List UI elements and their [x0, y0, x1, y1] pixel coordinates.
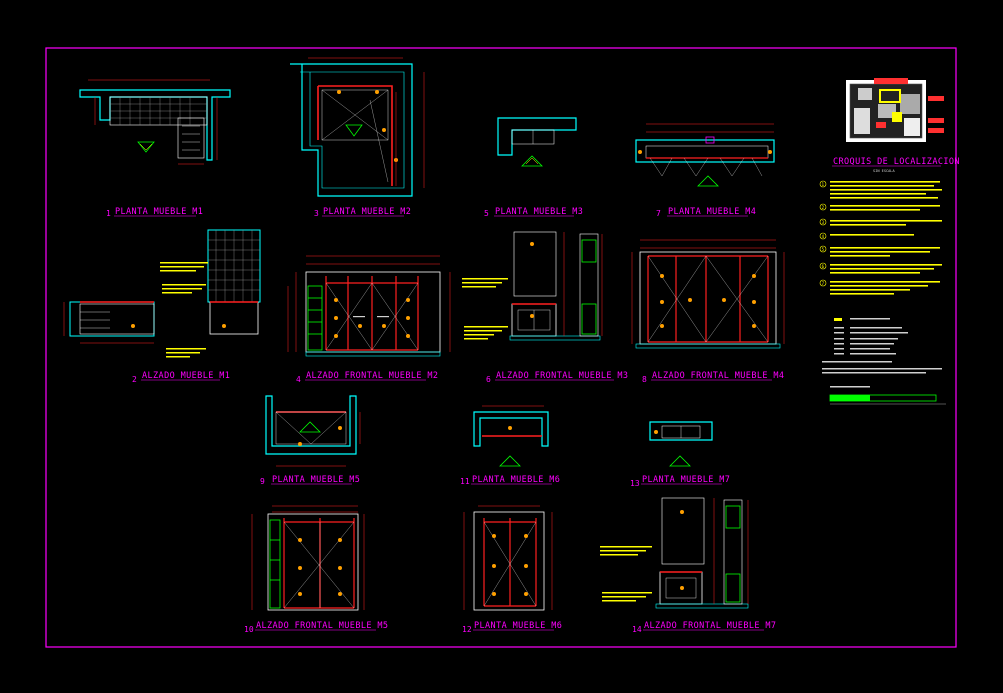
view-title: PLANTA MUEBLE M2	[323, 207, 411, 217]
view-title: PLANTA MUEBLE M7	[642, 475, 730, 485]
note-number: 3	[822, 220, 825, 225]
view-title: PLANTA MUEBLE M4	[668, 207, 756, 217]
view-5-plan	[497, 117, 577, 167]
view-title: PLANTA MUEBLE M5	[272, 475, 360, 485]
view-number: 1	[106, 209, 111, 218]
note-number: 2	[822, 205, 825, 210]
view-4-elevation	[287, 255, 451, 357]
view-number: 3	[314, 209, 319, 218]
view-1-plan	[79, 79, 231, 165]
view-title: ALZADO FRONTAL MUEBLE M2	[306, 371, 438, 381]
view-number: 4	[296, 375, 301, 384]
view-6-elevation	[462, 231, 603, 341]
view-12-elevation	[463, 505, 553, 611]
view-number: 5	[484, 209, 489, 218]
view-13-plan	[649, 421, 713, 467]
view-7-plan	[635, 123, 775, 187]
croquis-subtitle: SIN ESCALA	[873, 169, 895, 173]
view-9-plan	[265, 395, 361, 467]
view-title: PLANTA MUEBLE M3	[495, 207, 583, 217]
view-number: 13	[630, 479, 640, 488]
view-number: 9	[260, 477, 265, 486]
sheet-border	[45, 47, 957, 648]
notes-block	[819, 180, 946, 405]
view-3-plan	[290, 57, 425, 197]
view-title: PLANTA MUEBLE M1	[115, 207, 203, 217]
view-14-elevation	[600, 497, 749, 609]
note-number: 1	[822, 182, 825, 187]
view-number: 10	[244, 625, 254, 634]
view-title: ALZADO FRONTAL MUEBLE M3	[496, 371, 628, 381]
view-title: ALZADO FRONTAL MUEBLE M7	[644, 621, 776, 631]
note-number: 7	[822, 281, 825, 286]
view-title: ALZADO FRONTAL MUEBLE M5	[256, 621, 388, 631]
view-number: 11	[460, 477, 470, 486]
location-sketch	[846, 78, 944, 142]
view-10-elevation	[251, 505, 365, 611]
view-8-elevation	[631, 239, 785, 349]
view-11-plan	[473, 405, 549, 467]
view-title: PLANTA MUEBLE M6	[472, 475, 560, 485]
view-title: ALZADO MUEBLE M1	[142, 371, 230, 381]
note-number: 4	[822, 234, 825, 239]
view-title: ALZADO FRONTAL MUEBLE M4	[652, 371, 784, 381]
view-number: 2	[132, 375, 137, 384]
view-number: 14	[632, 625, 642, 634]
view-number: 12	[462, 625, 472, 634]
view-number: 7	[656, 209, 661, 218]
note-number: 5	[822, 247, 825, 252]
croquis-title: CROQUIS DE LOCALIZACION	[833, 157, 960, 167]
view-number: 8	[642, 375, 647, 384]
note-number: 6	[822, 264, 825, 269]
view-title: PLANTA MUEBLE M6	[474, 621, 562, 631]
view-2-elevation	[63, 229, 261, 358]
view-number: 6	[486, 375, 491, 384]
